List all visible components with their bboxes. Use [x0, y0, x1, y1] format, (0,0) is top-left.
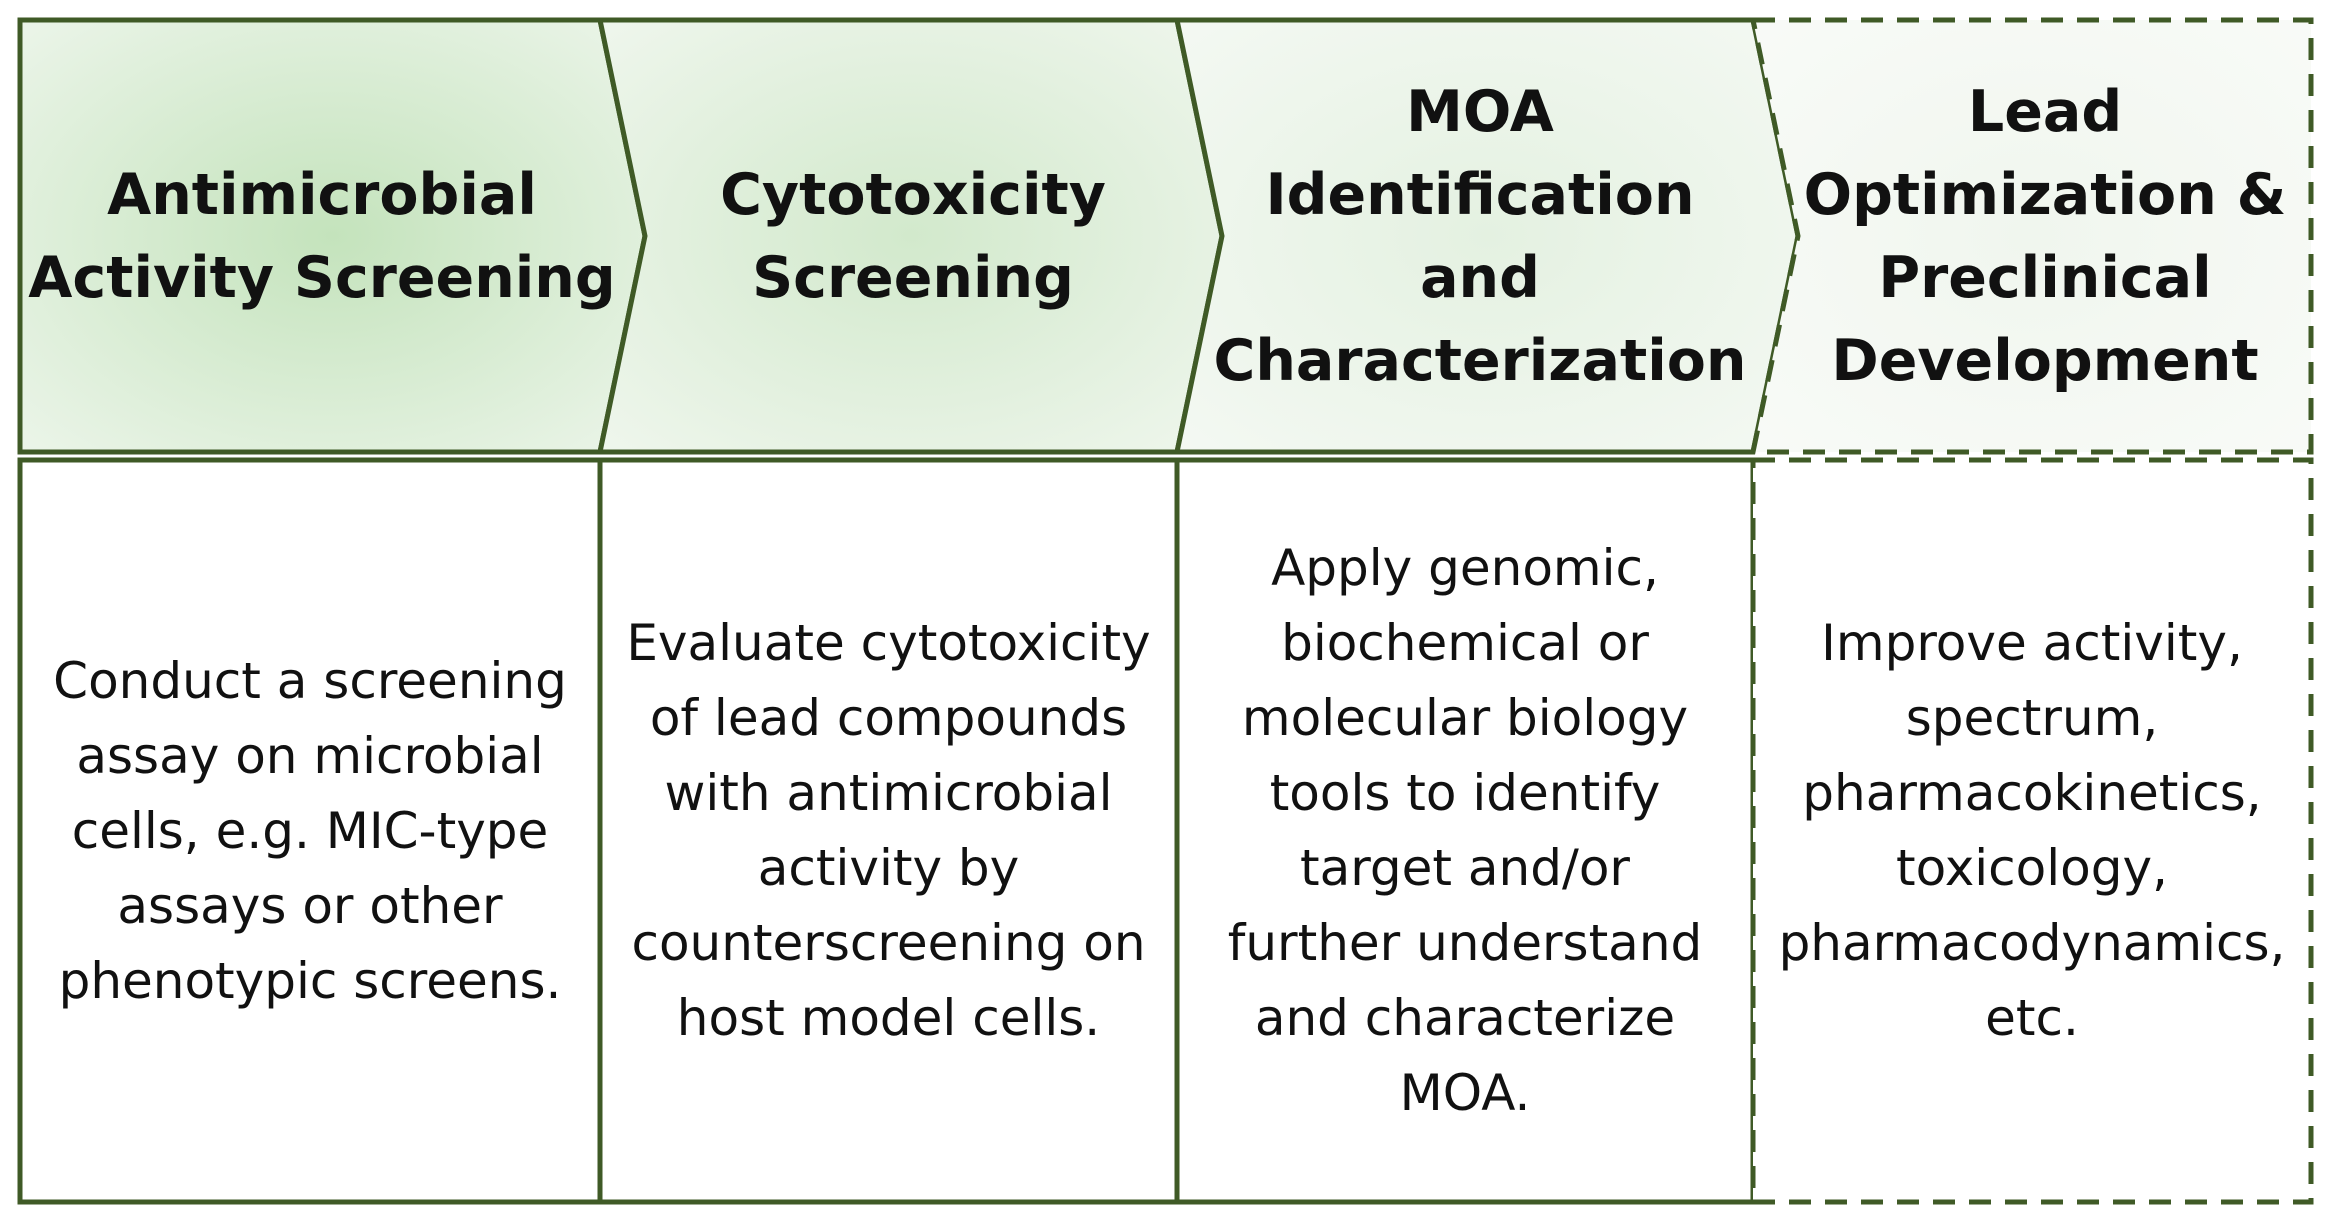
stage-3-title-line: Characterization: [1213, 328, 1747, 394]
stage-4-header: [1749, 17, 2314, 455]
stage-3-description-line: MOA.: [1399, 1064, 1531, 1122]
stage-1-description-line: assay on microbial: [76, 726, 544, 785]
stage-2-description-line: with antimicrobial: [664, 764, 1113, 822]
stage-4-description-line: spectrum,: [1905, 689, 2159, 747]
stage-4-description-line: pharmacodynamics,: [1778, 914, 2286, 972]
stage-3-description-line: tools to identify: [1269, 764, 1661, 822]
stage-3-description-box: [1174, 457, 1756, 1205]
stage-4-title-line: Optimization &: [1803, 162, 2287, 228]
stage-4-title-line: Preclinical: [1878, 245, 2212, 311]
stage-2-title-line: Cytotoxicity: [720, 162, 1106, 228]
stage-4-description-box: [1750, 457, 2314, 1205]
stage-1-description-line: Conduct a screening: [53, 651, 567, 710]
stage-3-description-line: and characterize: [1254, 989, 1676, 1047]
stage-3-description-line: Apply genomic,: [1271, 539, 1659, 597]
stage-3-title-line: MOA: [1406, 79, 1554, 145]
stage-3-title-line: Identification: [1265, 162, 1695, 228]
stage-1-title-line: Antimicrobial: [107, 162, 537, 228]
stage-2-description-line: host model cells.: [676, 989, 1101, 1047]
stage-3-title: MOA Identification and Characterization: [1210, 22, 1750, 452]
stage-4-description-line: toxicology,: [1896, 839, 2168, 897]
stage-2-description-line: counterscreening on: [631, 914, 1146, 972]
stage-3-description-line: further understand: [1227, 914, 1703, 972]
stage-4-description: Improve activity, spectrum, pharmacokine…: [1757, 462, 2307, 1200]
stage-4-title-line: Lead: [1967, 79, 2123, 145]
stage-1-description-line: assays or other: [117, 876, 503, 935]
stage-4-description-line: etc.: [1985, 989, 2079, 1047]
stage-3-description-line: target and/or: [1300, 839, 1630, 897]
stage-3-description: Apply genomic, biochemical or molecular …: [1181, 462, 1749, 1200]
stage-1-description: Conduct a screening assay on microbial c…: [24, 462, 596, 1200]
stage-1-title-line: Activity Screening: [28, 245, 616, 311]
stage-3-description-line: biochemical or: [1281, 614, 1649, 672]
stage-1-description-line: phenotypic screens.: [58, 951, 562, 1010]
stage-2-description-line: activity by: [757, 839, 1020, 897]
stage-2-description: Evaluate cytotoxicity of lead compounds …: [604, 462, 1173, 1200]
stage-3-description-line: molecular biology: [1241, 689, 1689, 747]
stage-4-title-line: Development: [1831, 328, 2259, 394]
stage-2-title-line: Screening: [752, 245, 1074, 311]
stage-1-title: Antimicrobial Activity Screening: [24, 22, 620, 452]
stage-3-title-line: and: [1420, 245, 1540, 311]
stage-2-title: Cytotoxicity Screening: [640, 22, 1186, 452]
stage-2-description-line: Evaluate cytotoxicity: [626, 614, 1151, 672]
stage-4-description-line: Improve activity,: [1821, 614, 2243, 672]
stage-1-description-line: cells, e.g. MIC-type: [71, 801, 549, 860]
stage-4-description-line: pharmacokinetics,: [1802, 764, 2262, 822]
stage-2-description-box: [597, 457, 1180, 1205]
stage-4-title: Lead Optimization & Preclinical Developm…: [1786, 22, 2304, 452]
stage-2-description-line: of lead compounds: [649, 689, 1128, 747]
